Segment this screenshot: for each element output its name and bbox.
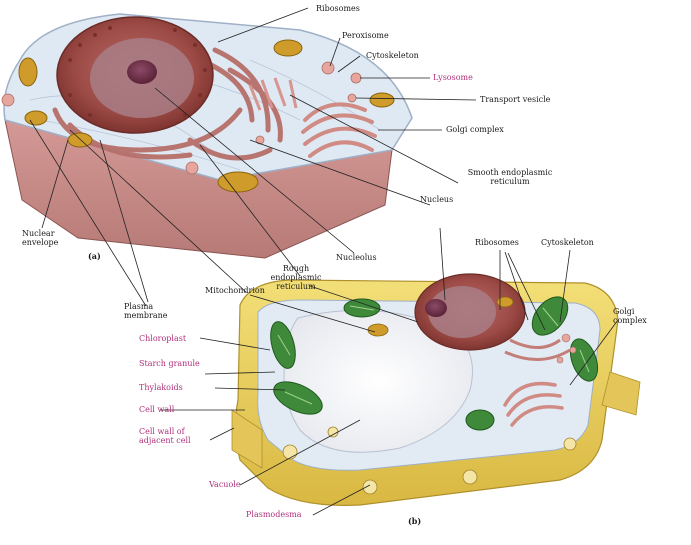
label-plasmodesma: Plasmodesma [246, 510, 302, 519]
plant-golgi [503, 381, 564, 427]
label-golgi-complex-a: Golgi complex [446, 125, 504, 134]
label-lysosome: Lysosome [433, 73, 473, 82]
label-nucleolus: Nucleolus [336, 253, 377, 262]
label-rough-er: Rough endoplasmic reticulum [270, 264, 322, 291]
animal-mitochondria [18, 39, 395, 193]
animal-golgi [301, 102, 377, 158]
label-golgi-complex-b: Golgi complex [613, 307, 647, 325]
label-cytoskeleton-a: Cytoskeleton [366, 51, 419, 60]
animal-cell [1, 13, 413, 259]
panel-label-a: (a) [88, 251, 101, 261]
label-cytoskeleton-b: Cytoskeleton [541, 238, 594, 247]
label-peroxisome: Peroxisome [342, 31, 389, 40]
label-cell-wall: Cell wall [139, 405, 175, 414]
panel-label-b: (b) [408, 516, 422, 526]
label-starch-granule: Starch granule [139, 359, 200, 368]
animal-nucleolus [127, 60, 157, 84]
plasmodesmata [282, 426, 577, 495]
label-mitochondrion: Mitochondrion [205, 286, 265, 295]
leader-lines [29, 7, 619, 516]
label-nuclear-envelope: Nuclear envelope [22, 229, 59, 247]
label-vacuole: Vacuole [209, 480, 241, 489]
label-cell-wall-adjacent: Cell wall of adjacent cell [139, 427, 191, 445]
plant-nucleolus [425, 299, 447, 317]
label-chloroplast: Chloroplast [139, 334, 187, 343]
label-transport-vesicle: Transport vesicle [480, 95, 551, 104]
label-smooth-er: Smooth endoplasmic reticulum [467, 168, 553, 186]
label-nucleus-a: Nucleus [420, 195, 454, 204]
label-ribosomes-a: Ribosomes [316, 4, 360, 13]
label-plasma-membrane: Plasma membrane [124, 302, 168, 320]
label-ribosomes-b: Ribosomes [475, 238, 519, 247]
label-thylakoids: Thylakoids [139, 383, 183, 392]
plant-cell [231, 273, 641, 506]
